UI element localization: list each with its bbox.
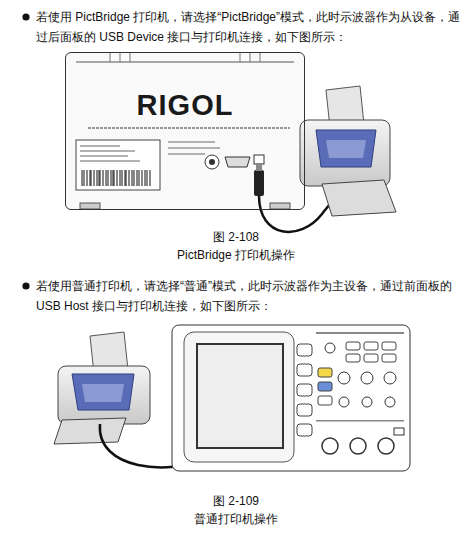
key: [364, 354, 378, 362]
brand-logo: RIGOL: [66, 89, 304, 122]
key: [382, 342, 396, 350]
menu-button: [297, 404, 312, 416]
panel-line: [316, 332, 404, 334]
key: [364, 342, 378, 350]
usb-cable: [259, 194, 338, 232]
label-sticker: [76, 140, 160, 190]
knob: [385, 397, 395, 407]
db9-connector: [225, 157, 250, 167]
bnc-connector: [205, 155, 219, 169]
bnc-pin: [209, 159, 215, 165]
bnc-input: [350, 438, 366, 454]
body-text: 若使用普通打印机，请选择“普通”模式，此时示波器作为主设备，通过前面板的 USB…: [36, 276, 464, 316]
rear-panel-face: [66, 53, 304, 209]
printer-panel: [72, 374, 134, 410]
key: [318, 396, 332, 405]
menu-button: [297, 344, 312, 356]
fine-print: [88, 127, 290, 129]
foot: [270, 203, 290, 209]
printer-body: [58, 366, 150, 424]
printer-body: [300, 120, 390, 186]
panel-line: [316, 420, 404, 422]
usb-plug-tip: [256, 163, 262, 171]
printer-window: [326, 140, 366, 158]
usb-plug: [254, 170, 264, 196]
menu-button: [297, 384, 312, 396]
body-text: 若使用 PictBridge 打印机，请选择“PictBridge”模式，此时示…: [36, 7, 464, 47]
figure-number: 图 2-109: [0, 491, 472, 511]
bnc-input: [378, 438, 394, 454]
usb-host-port: [394, 428, 404, 435]
bullet-dot: [22, 282, 29, 289]
foot: [80, 203, 100, 209]
printer-window: [82, 384, 124, 402]
output-tray: [322, 180, 396, 216]
key: [346, 342, 360, 350]
knob: [384, 372, 396, 384]
usb-device-port: [254, 155, 264, 164]
menu-button: [297, 364, 312, 376]
key: [382, 354, 396, 362]
sticker-text: [80, 146, 140, 161]
rear-panel: RIGOL: [65, 52, 305, 210]
lcd-screen: [197, 344, 283, 448]
spec-text: [168, 142, 220, 154]
bullet-dot: [22, 13, 29, 20]
barcode: [82, 170, 150, 186]
figure-number: 图 2-108: [0, 227, 472, 247]
ch2-key: [318, 382, 332, 391]
screen-bezel: [184, 332, 294, 462]
output-tray: [54, 418, 126, 444]
knob: [325, 343, 335, 353]
vent-slots: [110, 53, 260, 62]
knob: [362, 397, 372, 407]
panel-edge: [76, 62, 294, 63]
menu-button: [297, 424, 312, 436]
ch1-key: [318, 368, 332, 377]
key: [346, 354, 360, 362]
front-panel: [172, 325, 410, 471]
printer-panel: [316, 130, 376, 167]
bnc-input: [322, 438, 338, 454]
knob: [361, 372, 373, 384]
knob: [338, 372, 350, 384]
figure-caption: 普通打印机操作: [0, 509, 472, 529]
knob: [339, 397, 349, 407]
figure-caption: PictBridge 打印机操作: [0, 245, 472, 265]
